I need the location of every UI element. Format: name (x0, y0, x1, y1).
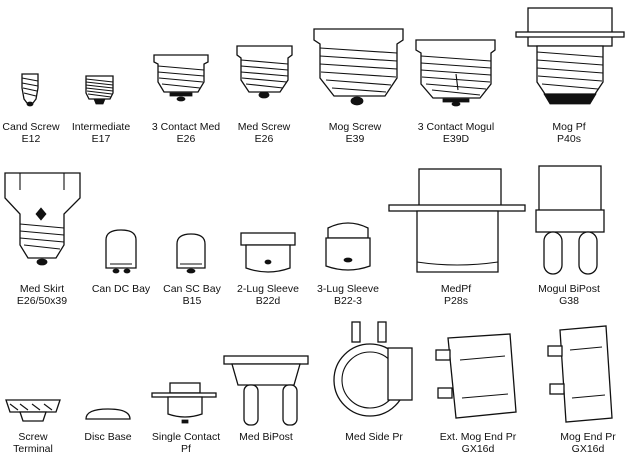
3-contact-mogul-base-drawing (415, 39, 496, 107)
med-screw-label: Med Screw E26 (238, 121, 291, 145)
mog-end-pr-label: Mog End Pr GX16d (560, 431, 615, 455)
base-code: GX16d (571, 443, 605, 455)
can-dc-bay-base-drawing (105, 229, 137, 274)
disc-base-label: Disc Base (84, 431, 131, 443)
single-contact-pf-label: Single Contact Pf (152, 431, 220, 455)
med-bipost-label: Med BiPost (239, 431, 293, 443)
base-code: B15 (182, 295, 202, 307)
base-name: Mog End Pr (560, 431, 616, 443)
base-name: MedPf (440, 283, 472, 295)
2-lug-sleeve-label: 2-Lug Sleeve B22d (237, 283, 299, 307)
medpf-label: MedPf P28s (441, 283, 471, 307)
mogul-bipost-base-drawing (535, 165, 605, 275)
disc-base-drawing (85, 408, 131, 420)
base-name: Mog Screw (328, 121, 382, 133)
base-code: E26 (254, 133, 274, 145)
base-code: GX16d (461, 443, 495, 455)
single-contact-pf-base-drawing (151, 382, 217, 424)
intermediate-label: Intermediate E17 (72, 121, 130, 145)
mog-pf-label: Mog Pf P40s (552, 121, 585, 145)
2-lug-sleeve-base-drawing (240, 232, 296, 273)
base-code: P28s (444, 295, 468, 307)
base-code: E17 (91, 133, 111, 145)
can-sc-bay-base-drawing (176, 233, 206, 274)
base-name: Cand Screw (2, 121, 60, 133)
base-code: E39D (442, 133, 470, 145)
ext-mog-end-pr-base-drawing (435, 333, 517, 419)
base-code: Pf (181, 443, 191, 455)
mog-screw-base-drawing (313, 28, 404, 106)
screw-terminal-label: Screw Terminal (13, 431, 53, 455)
base-name: Med Skirt (19, 283, 65, 295)
mog-screw-label: Mog Screw E39 (329, 121, 382, 145)
base-name: Single Contact (151, 431, 221, 443)
base-name: 3 Contact Med (151, 121, 221, 133)
cand-screw-label: Cand Screw E12 (2, 121, 59, 145)
base-code: E26/50x39 (16, 295, 68, 307)
base-name: 3 Contact Mogul (417, 121, 495, 133)
base-code: Terminal (13, 443, 53, 455)
3-contact-mogul-label: 3 Contact Mogul E39D (418, 121, 494, 145)
base-name: Ext. Mog End Pr (439, 431, 517, 443)
med-skirt-base-drawing (4, 172, 81, 266)
base-name: Can SC Bay (163, 283, 221, 295)
3-lug-sleeve-label: 3-Lug Sleeve B22-3 (317, 283, 379, 307)
medpf-base-drawing (388, 168, 526, 273)
cand-screw-base-drawing (21, 73, 39, 107)
base-name: Mog Pf (552, 121, 586, 133)
base-code: B22d (255, 295, 281, 307)
base-name: Screw (18, 431, 48, 443)
base-name: 2-Lug Sleeve (237, 283, 299, 295)
base-name: Disc Base (84, 431, 132, 443)
3-contact-med-label: 3 Contact Med E26 (152, 121, 220, 145)
med-bipost-base-drawing (223, 355, 309, 426)
mogul-bipost-label: Mogul BiPost G38 (538, 283, 600, 307)
screw-terminal-base-drawing (5, 399, 61, 422)
base-code: P40s (557, 133, 581, 145)
3-lug-sleeve-base-drawing (325, 222, 371, 271)
base-code: B22-3 (333, 295, 363, 307)
intermediate-base-drawing (85, 75, 114, 105)
base-code: G38 (559, 295, 579, 307)
base-code: E26 (176, 133, 196, 145)
base-name: Mogul BiPost (538, 283, 600, 295)
med-side-pr-label: Med Side Pr (345, 431, 403, 443)
base-name: Med BiPost (239, 431, 293, 443)
base-name: Can DC Bay (91, 283, 151, 295)
base-code: E12 (21, 133, 41, 145)
base-name: Med Side Pr (345, 431, 403, 443)
base-code: E39 (345, 133, 365, 145)
base-name: 3-Lug Sleeve (317, 283, 379, 295)
can-dc-bay-label: Can DC Bay (92, 283, 150, 295)
ext-mog-end-pr-label: Ext. Mog End Pr GX16d (440, 431, 516, 455)
can-sc-bay-label: Can SC Bay B15 (163, 283, 221, 307)
med-skirt-label: Med Skirt E26/50x39 (17, 283, 67, 307)
base-name: Intermediate (71, 121, 131, 133)
3-contact-med-base-drawing (153, 54, 209, 102)
mog-pf-base-drawing (515, 7, 625, 105)
med-screw-base-drawing (236, 45, 293, 99)
mog-end-pr-base-drawing (547, 325, 613, 423)
med-side-pr-base-drawing (333, 321, 413, 417)
base-name: Med Screw (237, 121, 291, 133)
